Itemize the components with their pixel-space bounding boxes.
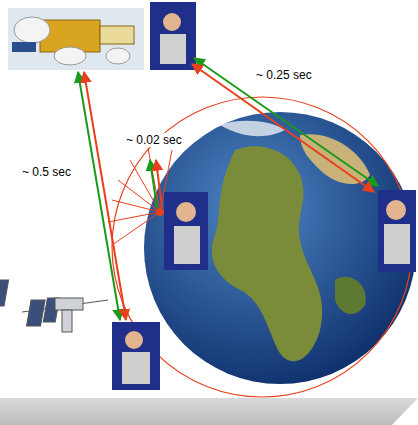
- satellite: [8, 8, 144, 70]
- delay-label: ~ 0.02 sec: [124, 133, 184, 147]
- person-photo: [150, 2, 196, 70]
- floor-band: [0, 398, 418, 425]
- delay-label: ~ 0.25 sec: [254, 68, 314, 82]
- person-photo: [164, 192, 208, 270]
- delay-label: ~ 0.5 sec: [20, 165, 73, 179]
- space-station: [0, 280, 108, 332]
- signal-arrows: [78, 58, 378, 320]
- earth: [144, 112, 416, 384]
- ground-station-dot: [156, 208, 164, 216]
- orbit: [112, 97, 412, 397]
- person-photo: [112, 322, 160, 390]
- signal-rays: [108, 148, 172, 245]
- person-photo: [378, 190, 416, 272]
